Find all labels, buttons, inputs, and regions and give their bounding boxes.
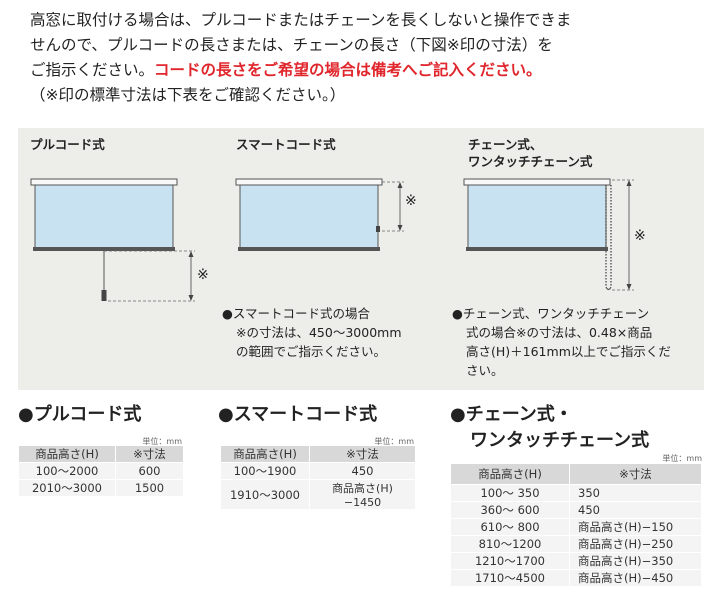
smart-cell: 450 <box>309 462 416 480</box>
pull-table-unit: 単位：mm <box>142 437 182 446</box>
chain-cell: 360〜 600 <box>450 501 570 519</box>
chain-note-1: ●チェーン式、ワンタッチチェーン <box>452 306 650 321</box>
chain-note-2: 式の場合※の寸法は、0.48×商品 <box>466 325 653 340</box>
smart-header-dim: ※寸法 <box>309 445 416 463</box>
pull-cell: 2010〜3000 <box>18 479 116 497</box>
smart-note-1: ●スマートコード式の場合 <box>222 306 371 321</box>
table-row: 610〜 800 商品高さ(H)−150 <box>450 518 702 536</box>
chain-title-2: ワンタッチチェーン式 <box>468 154 593 169</box>
chain-table-heading-2: ワンタッチチェーン式 <box>470 430 650 451</box>
chain-headrail <box>463 178 611 186</box>
chain-cell: 1210〜1700 <box>450 552 570 570</box>
pull-cell: 100〜2000 <box>18 462 116 480</box>
chain-cell: 商品高さ(H)−250 <box>569 535 702 553</box>
smart-cord-title: スマートコード式 <box>236 137 336 152</box>
chain-cell: 1710〜4500 <box>450 569 570 587</box>
table-row: 810〜1200 商品高さ(H)−250 <box>450 535 702 553</box>
chain-cell: 商品高さ(H)−350 <box>569 552 702 570</box>
chain-dim-arrowhead-down <box>626 284 632 290</box>
smart-screen <box>239 184 379 250</box>
chain-cell: 商品高さ(H)−450 <box>569 569 702 587</box>
smart-note-3: の範囲でご指示ください。 <box>236 344 387 359</box>
chain-bottom-bar <box>466 247 608 251</box>
intro-text: 高窓に取付ける場合は、プルコードまたはチェーンを長くしないと操作できま せんので… <box>30 8 710 108</box>
chain-cell: 100〜 350 <box>450 484 570 502</box>
table-row: 1210〜1700 商品高さ(H)−350 <box>450 552 702 570</box>
smart-cell: 商品高さ(H)−1450 <box>309 479 416 510</box>
smart-table-heading: ●スマートコード式 <box>218 404 378 425</box>
chain-screen <box>467 184 607 250</box>
smart-dim-arrowhead-down <box>397 225 403 231</box>
smart-cell: 1910〜3000 <box>220 479 310 510</box>
chain-loop-bottom <box>605 286 612 291</box>
smart-dim-arrowhead-up <box>397 182 403 188</box>
smart-mark: ※ <box>405 193 417 209</box>
table-row: 1910〜3000 商品高さ(H)−1450 <box>220 479 416 510</box>
pull-dim-arrowhead-up <box>188 251 194 257</box>
chain-header-dim: ※寸法 <box>569 463 702 485</box>
pull-screen <box>34 184 174 250</box>
chain-note-3: 高さ(H)＋161mm以上でご指示くだ <box>466 344 671 359</box>
table-row: 100〜2000 600 <box>18 462 184 480</box>
chain-cell: 450 <box>569 501 702 519</box>
pull-header-height: 商品高さ(H) <box>18 445 116 463</box>
pull-header-dim: ※寸法 <box>115 445 184 463</box>
smart-note-2: ※の寸法は、450〜3000mm <box>236 325 402 340</box>
chain-header-height: 商品高さ(H) <box>450 463 570 485</box>
intro-red-notice: コードの長さをご希望の場合は備考へご記入ください。 <box>154 61 542 79</box>
pull-spec-table: 商品高さ(H) ※寸法 100〜2000 600 2010〜3000 1500 <box>18 445 184 497</box>
chain-spec-table: 商品高さ(H) ※寸法 100〜 350 350 360〜 600 450 61… <box>450 463 702 587</box>
intro-line-4: （※印の標準寸法は下表をご確認ください。） <box>30 86 346 104</box>
chain-cell: 350 <box>569 484 702 502</box>
pull-cell: 600 <box>115 462 184 480</box>
chain-cell: 810〜1200 <box>450 535 570 553</box>
chain-note-4: さい。 <box>466 363 504 378</box>
pull-cord-grip <box>101 290 107 301</box>
chain-title-1: チェーン式、 <box>468 137 543 152</box>
table-row: 100〜1900 450 <box>220 462 416 480</box>
chain-dim-arrowhead-up <box>626 180 632 186</box>
smart-cell: 100〜1900 <box>220 462 310 480</box>
chain-cell: 610〜 800 <box>450 518 570 536</box>
diagram-panel <box>18 128 704 390</box>
smart-table-unit: 単位：mm <box>374 437 414 446</box>
intro-line-2: せんので、プルコードの長さまたは、チェーンの長さ（下図※印の寸法）を <box>30 36 553 54</box>
smart-cord-grip <box>376 226 380 232</box>
pull-cell: 1500 <box>115 479 184 497</box>
pull-mark: ※ <box>197 267 209 283</box>
pull-cord-title: プルコード式 <box>30 137 105 152</box>
table-row: 2010〜3000 1500 <box>18 479 184 497</box>
intro-line-1: 高窓に取付ける場合は、プルコードまたはチェーンを長くしないと操作できま <box>30 11 572 29</box>
pull-dim-arrowhead-down <box>188 295 194 301</box>
intro-line-3: ご指示ください。コードの長さをご希望の場合は備考へご記入ください。 <box>30 58 710 83</box>
chain-table-heading-1: ●チェーン式・ <box>450 404 573 425</box>
chain-table-unit: 単位：mm <box>662 454 702 463</box>
pull-table-heading: ●プルコード式 <box>18 404 142 425</box>
table-row: 1710〜4500 商品高さ(H)−450 <box>450 569 702 587</box>
table-row: 360〜 600 450 <box>450 501 702 519</box>
smart-bottom-bar <box>238 247 380 251</box>
smart-spec-table: 商品高さ(H) ※寸法 100〜1900 450 1910〜3000 商品高さ(… <box>220 445 416 510</box>
table-row: 100〜 350 350 <box>450 484 702 502</box>
pull-bottom-bar <box>33 247 175 251</box>
chain-mark: ※ <box>634 228 646 244</box>
chain-cell: 商品高さ(H)−150 <box>569 518 702 536</box>
smart-header-height: 商品高さ(H) <box>220 445 310 463</box>
intro-line-3-black: ご指示ください。 <box>30 61 155 79</box>
